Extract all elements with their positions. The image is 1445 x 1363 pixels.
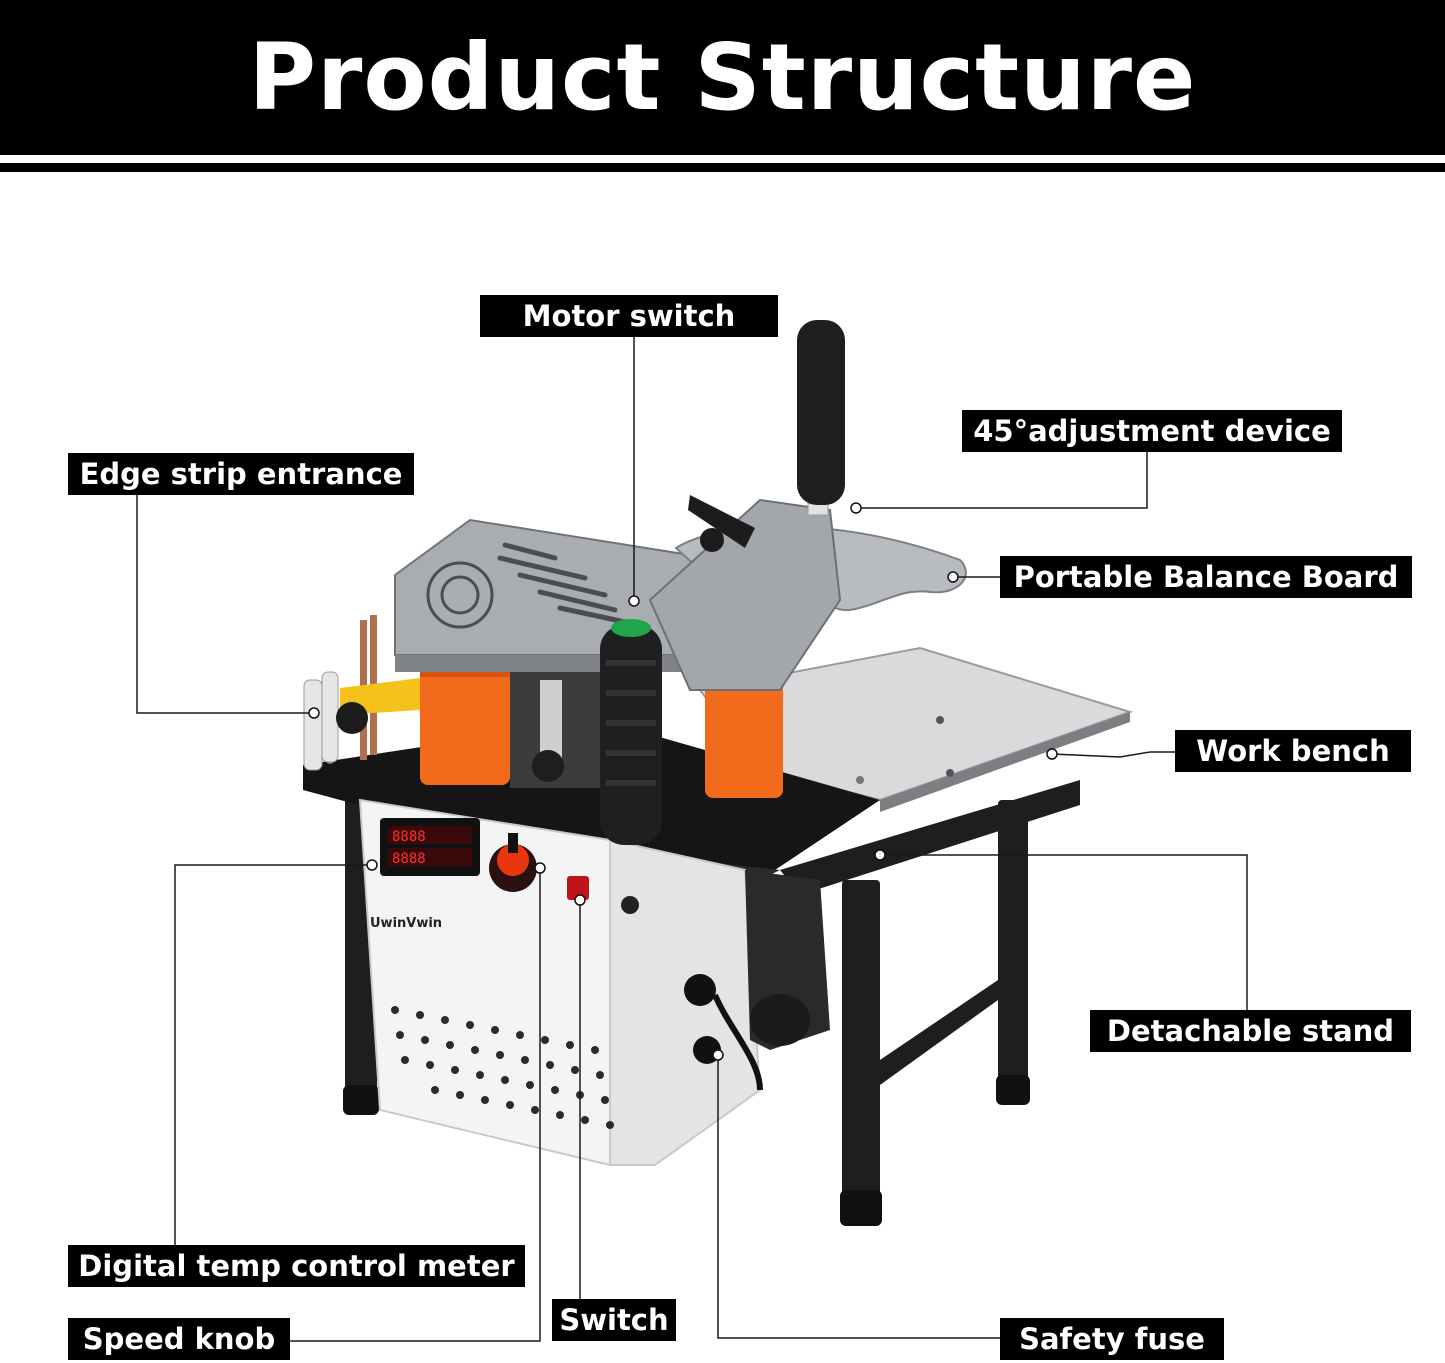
detachable-stand-graphic [343, 770, 1080, 1226]
label-temp-meter: Digital temp control meter [68, 1245, 525, 1287]
label-edge-strip-entrance: Edge strip entrance [68, 453, 414, 495]
work-bench-graphic [698, 646, 1134, 812]
label-speed-knob: Speed knob [68, 1318, 290, 1360]
label-work-bench: Work bench [1175, 730, 1411, 772]
speed-knob-icon [497, 844, 529, 876]
label-motor-switch: Motor switch [480, 295, 778, 337]
brand-text: UwinVwin [370, 916, 442, 931]
page-title: Product Structure [248, 24, 1197, 131]
leader-lines [136, 337, 1248, 1342]
front-handle-graphic [600, 619, 662, 845]
label-detachable-stand: Detachable stand [1090, 1010, 1411, 1052]
control-panel-graphic: 8888 8888 [380, 818, 639, 914]
label-safety-fuse: Safety fuse [1000, 1318, 1224, 1360]
label-switch: Switch [552, 1299, 676, 1341]
label-balance-board: Portable Balance Board [1000, 556, 1412, 598]
edge-strip-entrance-graphic [303, 615, 420, 771]
title-underline [0, 163, 1445, 172]
power-switch-icon [567, 876, 589, 900]
motor-graphic [684, 870, 830, 1091]
leader-dots [308, 502, 1058, 1061]
title-banner: Product Structure [0, 0, 1445, 155]
svg-text:8888: 8888 [392, 851, 426, 867]
label-adjustment-device: 45°adjustment device [962, 410, 1342, 452]
svg-text:8888: 8888 [392, 829, 426, 845]
motor-switch-icon [611, 619, 651, 637]
control-body-graphic: UwinVwin [358, 798, 762, 1167]
adjustment-device-graphic [648, 320, 967, 691]
